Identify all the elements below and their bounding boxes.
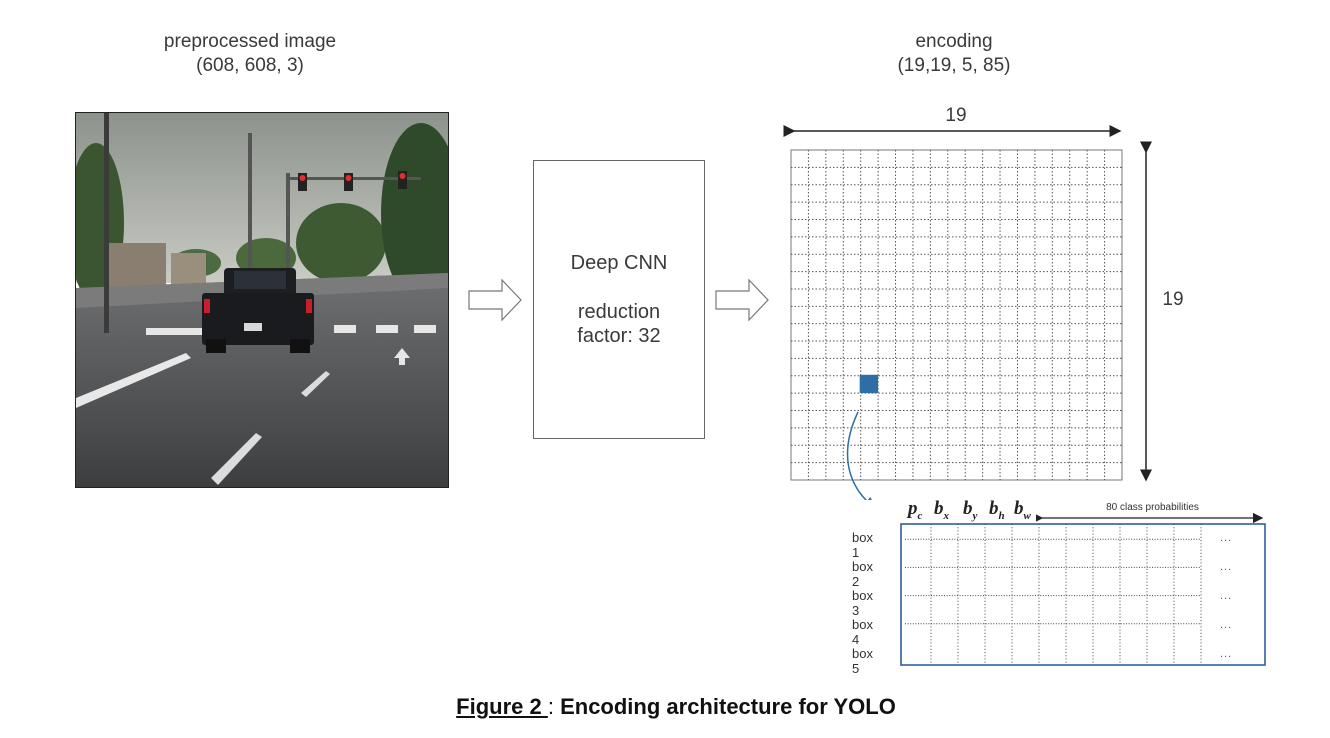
- box-ellipsis: ...: [1220, 532, 1233, 544]
- box-label: box 3: [852, 588, 873, 618]
- encoding-shape: (19,19, 5, 85): [897, 55, 1011, 76]
- box-label: box 4: [852, 617, 873, 647]
- box-label: box 1: [852, 530, 873, 560]
- link-arrow: [846, 411, 877, 500]
- cnn-reduction-line2: factor: 32: [577, 325, 661, 347]
- param-sub: x: [943, 509, 950, 522]
- class-probs-label: 80 class probabilities: [1106, 502, 1199, 513]
- highlighted-cell: [859, 374, 879, 394]
- param-base: b: [934, 498, 944, 519]
- figure-number: Figure 2: [456, 694, 548, 719]
- param-base: b: [963, 498, 973, 519]
- grid-border: [790, 149, 1123, 481]
- param-pc: pc: [908, 498, 922, 522]
- boxes-table: [900, 523, 1266, 666]
- box-label: box 5: [852, 646, 873, 676]
- param-by: by: [963, 498, 977, 522]
- cnn-title: Deep CNN: [570, 252, 668, 274]
- encoding-title: encoding: [915, 31, 993, 52]
- input-title: preprocessed image: [163, 31, 337, 52]
- box-ellipsis: ...: [1220, 619, 1233, 631]
- box-ellipsis: ...: [1220, 561, 1233, 573]
- cnn-reduction-line1: reduction: [577, 301, 661, 323]
- box-ellipsis: ...: [1220, 648, 1233, 660]
- figure-caption: Figure 2 : Encoding architecture for YOL…: [0, 694, 1330, 720]
- arrow-right-icon-2: [715, 278, 769, 322]
- grid-width-label: 19: [945, 105, 967, 126]
- encoding-grid: [790, 149, 1123, 481]
- param-sub: y: [972, 509, 978, 522]
- arrow-right-icon: [468, 278, 522, 322]
- caption-separator: :: [547, 694, 561, 719]
- box-label: box 2: [852, 559, 873, 589]
- street-scene-image: [76, 113, 448, 487]
- box-ellipsis: ...: [1220, 590, 1233, 602]
- param-base: p: [908, 498, 918, 519]
- param-base: b: [1014, 498, 1024, 519]
- class-probs-arrow: [1036, 512, 1264, 524]
- input-image: [75, 112, 449, 488]
- cnn-reduction: reduction factor: 32: [533, 300, 705, 348]
- input-shape: (608, 608, 3): [196, 55, 304, 76]
- param-base: b: [989, 498, 999, 519]
- param-bx: bx: [934, 498, 949, 522]
- cnn-box: [533, 160, 705, 439]
- param-sub: h: [998, 509, 1005, 522]
- grid-height-label: 19: [1162, 289, 1184, 310]
- param-sub: w: [1023, 509, 1031, 522]
- param-sub: c: [917, 509, 923, 522]
- caption-text: Encoding architecture for YOLO: [560, 694, 896, 719]
- param-bw: bw: [1014, 498, 1031, 522]
- encoding-grid-area: [783, 125, 1152, 500]
- param-bh: bh: [989, 498, 1005, 522]
